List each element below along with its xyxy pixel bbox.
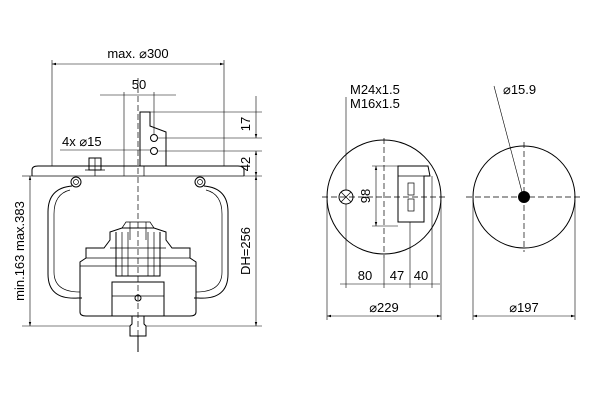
piston-core-ribs	[121, 232, 155, 276]
side-view: max. ⌀300 50 4x ⌀15 17 42 DH=256 min.163…	[12, 46, 262, 352]
mounting-bracket	[139, 111, 167, 167]
bellow-inner	[53, 189, 223, 293]
piston-lower-block	[111, 281, 165, 317]
label-bolt-spacing: 50	[132, 77, 146, 92]
top-bracket-slot-2	[407, 198, 415, 212]
bead-ring-right	[194, 176, 206, 188]
bead-ring-left-inner	[73, 179, 79, 185]
top-view: M24x1.5 M16x1.5 98 80 47 40 ⌀229	[322, 82, 446, 320]
label-dim-40: 40	[414, 268, 428, 283]
label-max-diameter: max. ⌀300	[107, 46, 168, 61]
label-height-range: min.163 max.383	[12, 201, 27, 301]
label-diameter-229: ⌀229	[369, 300, 399, 315]
bracket-hole-1	[150, 134, 158, 142]
label-dim-98: 98	[358, 189, 373, 203]
label-dim-80: 80	[358, 268, 372, 283]
label-hole-diameter: ⌀15.9	[503, 82, 536, 97]
bead-ring-right-inner	[197, 179, 203, 185]
piston-hole	[134, 294, 142, 302]
thread-fitting-x2	[340, 191, 352, 203]
bottom-hole	[518, 191, 530, 203]
label-design-height: DH=256	[238, 227, 253, 275]
bead-ring-left	[70, 176, 82, 188]
bellow-outline	[47, 185, 229, 299]
label-bolt-holes: 4x ⌀15	[62, 134, 102, 149]
label-thread-upper: M24x1.5	[350, 82, 400, 97]
label-dim-17: 17	[238, 117, 253, 131]
bottom-view: ⌀15.9 ⌀197	[466, 82, 582, 320]
label-thread-lower: M16x1.5	[350, 96, 400, 111]
piston-core	[115, 232, 161, 277]
leader-hole	[493, 85, 523, 193]
top-plate	[31, 165, 245, 176]
bracket-hole-2	[150, 147, 158, 155]
piston-top-ribs	[121, 221, 155, 240]
top-bracket-slot-1	[407, 182, 415, 196]
label-dim-42: 42	[238, 157, 253, 171]
label-dim-47: 47	[390, 268, 404, 283]
label-diameter-197: ⌀197	[509, 300, 539, 315]
